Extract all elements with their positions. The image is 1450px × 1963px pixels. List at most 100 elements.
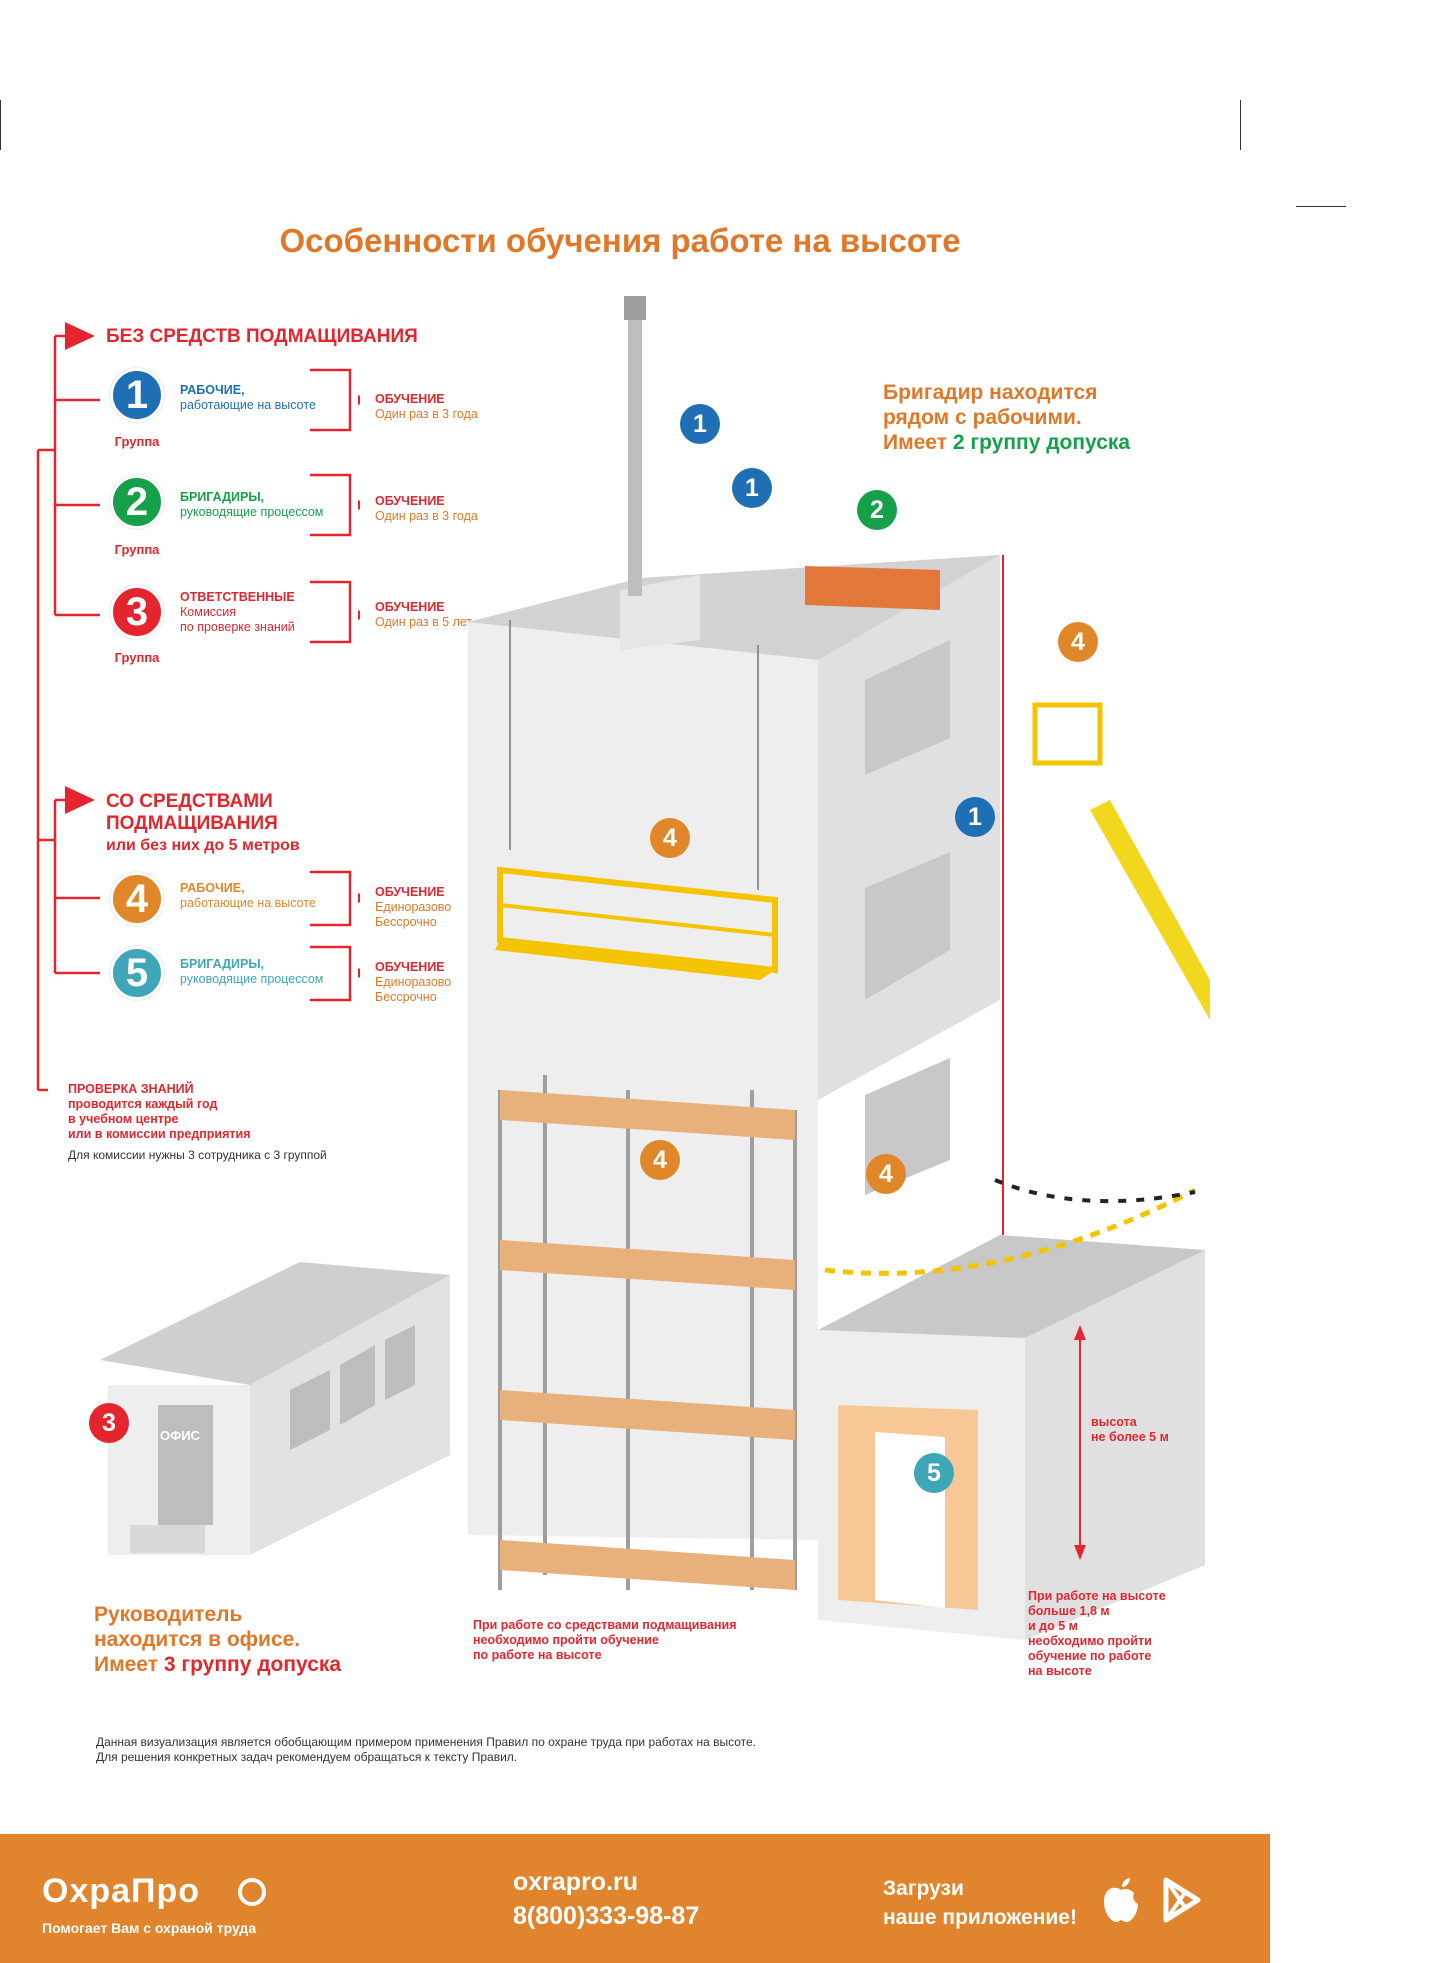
height-note-line5: обучение по работе (1028, 1649, 1152, 1663)
disclaimer: Данная визуализация является обобщающим … (96, 1735, 756, 1765)
boom-arm (1090, 800, 1210, 1020)
group-3-role-sub2: по проверке знаний (180, 620, 295, 634)
app-promo: Загрузи наше приложение! (883, 1874, 1077, 1932)
crop-mark-top-right (1296, 206, 1346, 207)
scaffold-decks (500, 1090, 795, 1590)
section-with-heading-line1: СО СРЕДСТВАМИ (106, 791, 273, 812)
group-2-training-head: ОБУЧЕНИЕ (375, 494, 445, 508)
scaffold-note-line2: необходимо пройти обучение (473, 1633, 659, 1647)
group-5-role-title: БРИГАДИРЫ, (180, 957, 265, 971)
app-promo-line2: наше приложение! (883, 1906, 1077, 1929)
scaffolding (498, 1075, 797, 1590)
mast-top (624, 296, 646, 320)
group-3-role-sub: Комиссия (180, 605, 237, 619)
caution-tape (824, 1187, 1197, 1276)
suspended-cradle (495, 620, 778, 980)
manager-note-line1: Руководитель (94, 1603, 243, 1626)
brick-pile (805, 566, 940, 610)
height-note-line3: и до 5 м (1028, 1619, 1078, 1633)
manager-note-line3-b: 3 группу допуска (163, 1653, 342, 1676)
pin-group-5: 5 (914, 1453, 954, 1493)
group-3-training-head: ОБУЧЕНИЕ (375, 600, 445, 614)
group-5-training-text2: Бессрочно (375, 990, 437, 1004)
group-5-training-head: ОБУЧЕНИЕ (375, 960, 445, 974)
office-steps (130, 1525, 205, 1553)
group-1-role: РАБОЧИЕ, работающие на высоте (180, 383, 316, 413)
crop-mark-right (1240, 100, 1241, 150)
phone-number[interactable]: 8(800)333-98-87 (513, 1902, 700, 1930)
knowledge-check-line1: ПРОВЕРКА ЗНАНИЙ (68, 1082, 194, 1096)
group-3-training-text: Один раз в 5 лет (375, 615, 473, 629)
crop-mark-left (0, 100, 1, 150)
building-side-wall (818, 555, 1000, 1100)
knowledge-check-line4: или в комиссии предприятия (68, 1127, 251, 1141)
group-2-role: БРИГАДИРЫ, руководящие процессом (180, 490, 323, 520)
disclaimer-line1: Данная визуализация является обобщающим … (96, 1735, 757, 1749)
group-4-role: РАБОЧИЕ, работающие на высоте (180, 881, 316, 911)
app-promo-line1: Загрузи (883, 1877, 964, 1900)
page-title: Особенности обучения работе на высоте (279, 222, 961, 259)
group-1-role-sub: работающие на высоте (180, 398, 316, 412)
manager-note: Руководитель находится в офисе. Имеет 3 … (94, 1602, 341, 1677)
group-4-training-text1: Единоразово (375, 900, 452, 914)
group-1-training: ОБУЧЕНИЕ Один раз в 3 года (375, 392, 478, 422)
commission-note: Для комиссии нужны 3 сотрудника с 3 груп… (68, 1148, 327, 1162)
brigadier-note-line3-b: 2 группу допуска (952, 431, 1131, 454)
height-label: высота не более 5 м (1091, 1415, 1169, 1445)
group-5-role-sub: руководящие процессом (180, 972, 324, 986)
pin-group-4: 4 (640, 1140, 680, 1180)
group-3-role-title: ОТВЕТСТВЕННЫЕ (180, 590, 295, 604)
site-link[interactable]: oxrapro.ru (513, 1868, 639, 1896)
pin-group-2: 2 (857, 490, 897, 530)
group-4-training: ОБУЧЕНИЕ Единоразово Бессрочно (375, 885, 451, 930)
scaffold-note: При работе со средствами подмащивания не… (473, 1618, 737, 1663)
height-note-line4: необходимо пройти (1028, 1634, 1152, 1648)
height-label-line1: высота (1091, 1415, 1137, 1429)
group-1-training-text: Один раз в 3 года (375, 407, 478, 421)
height-note-line1: При работе на высоте (1028, 1589, 1166, 1603)
group-2-circle: 2 (110, 475, 164, 529)
brand-logo: ОхраПро (42, 1872, 201, 1910)
group-4-training-head: ОБУЧЕНИЕ (375, 885, 445, 899)
apple-icon[interactable] (1100, 1876, 1142, 1924)
pin-group-4: 4 (650, 818, 690, 858)
pin-group-4: 4 (1058, 622, 1098, 662)
height-note-line6: на высоте (1028, 1664, 1092, 1678)
group-5-training-text1: Единоразово (375, 975, 452, 989)
office-roof (100, 1262, 450, 1385)
group-5-circle: 5 (110, 946, 164, 1000)
footer-bar: ОхраПро Помогает Вам с охраной труда oxr… (0, 1834, 1270, 1963)
brand-tagline: Помогает Вам с охраной труда (42, 1920, 257, 1936)
section-with-heading: СО СРЕДСТВАМИ ПОДМАЩИВАНИЯ или без них д… (106, 791, 300, 857)
group-3-role: ОТВЕТСТВЕННЫЕ Комиссия по проверке знани… (180, 590, 295, 635)
group-5-role: БРИГАДИРЫ, руководящие процессом (180, 957, 323, 987)
roof-mast (628, 296, 642, 596)
group-3-training: ОБУЧЕНИЕ Один раз в 5 лет (375, 600, 472, 630)
office-window (290, 1370, 330, 1450)
brigadier-note: Бригадир находится рядом с рабочими. Име… (883, 380, 1130, 455)
brigadier-note-line3: Имеет 2 группу допуска (883, 430, 1130, 455)
play-store-icon[interactable] (1160, 1876, 1202, 1924)
group-2-role-title: БРИГАДИРЫ, (180, 490, 265, 504)
office-window (385, 1325, 415, 1400)
building-illustration (100, 296, 1210, 1640)
pin-group-1: 1 (955, 797, 995, 837)
brigadier-note-line1: Бригадир находится (883, 381, 1098, 404)
knowledge-check-line3: в учебном центре (68, 1112, 179, 1126)
section-with-heading-line3: или без них до 5 метров (106, 837, 300, 854)
group-4-role-sub: работающие на высоте (180, 896, 316, 910)
disclaimer-line2: Для решения конкретных задач рекомендуем… (96, 1750, 518, 1764)
height-note: При работе на высоте больше 1,8 м и до 5… (1028, 1589, 1166, 1679)
group-2-role-sub: руководящие процессом (180, 505, 324, 519)
group-2-training-text: Один раз в 3 года (375, 509, 478, 523)
scaffold-note-line3: по работе на высоте (473, 1648, 602, 1662)
group-4-circle: 4 (110, 872, 164, 926)
brigadier-note-line3-a: Имеет (883, 431, 953, 454)
pin-group-1: 1 (680, 404, 720, 444)
scaffold-note-line1: При работе со средствами подмащивания (473, 1618, 737, 1632)
window (865, 640, 950, 775)
annex-side (1025, 1250, 1205, 1640)
office-sign: ОФИС (160, 1428, 200, 1443)
manager-note-line3-a: Имеет (94, 1653, 164, 1676)
brand-logo-mark (238, 1878, 266, 1906)
